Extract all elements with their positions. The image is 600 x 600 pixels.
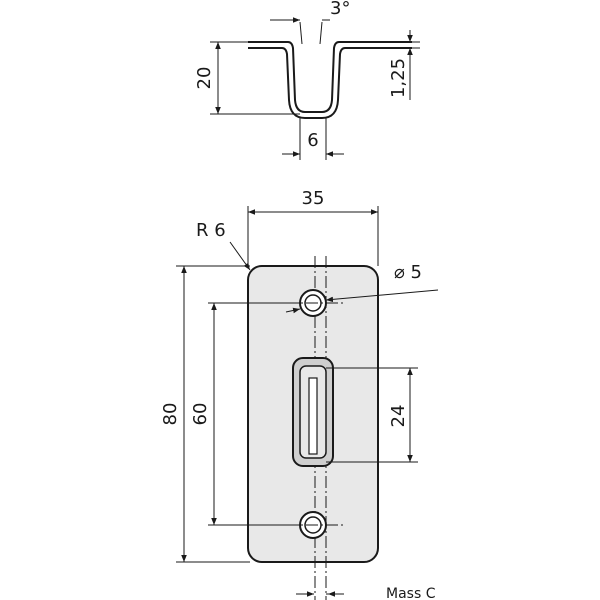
radius-leader — [229, 241, 251, 271]
section-view: 3° 20 1,25 6 — [194, 0, 420, 160]
slot-cutout — [308, 377, 318, 455]
angle-label: 3° — [330, 0, 350, 19]
angle-line — [299, 21, 303, 45]
height-label: 80 — [160, 403, 181, 426]
hole-leader — [285, 307, 301, 314]
slot-width-label: 6 — [307, 130, 318, 151]
note-label: Mass C — [386, 586, 436, 600]
thickness-label: 1,25 — [388, 58, 409, 98]
plate-view: 35 R 6 ⌀ 5 24 60 — [160, 188, 439, 600]
radius-label: R 6 — [196, 220, 226, 241]
angle-line — [319, 21, 323, 45]
section-profile-inner — [248, 47, 412, 119]
hole-diameter-label: ⌀ 5 — [394, 262, 422, 283]
depth-label: 20 — [194, 67, 215, 90]
slot-length-label: 24 — [388, 405, 409, 428]
hole-spacing-label: 60 — [190, 403, 211, 426]
plate-width-label: 35 — [302, 188, 325, 209]
section-profile-outer — [248, 41, 412, 113]
hole-leader — [325, 289, 439, 303]
